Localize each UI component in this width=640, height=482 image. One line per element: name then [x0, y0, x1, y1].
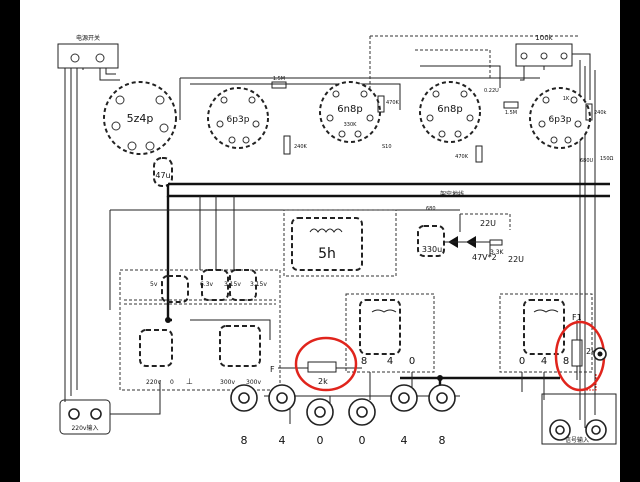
choke-5h: 5h [283, 209, 397, 277]
tube-6n8p-1-label: 6n8p [337, 104, 362, 115]
pot-100k-label: 100k [535, 34, 553, 42]
svg-text:240k: 240k [594, 110, 607, 116]
power-transformer: 5v 6.3v 3.15v 3.15v 220v 0 ⊥ 300v 300v [119, 269, 281, 391]
tube-6n8p-1: 6n8p [319, 81, 381, 143]
output-transformer-right: 0 4 8 [499, 293, 593, 373]
schematic-sheet: 电源开关 100k 5z4p 6p3p 6n8p 6n8p 6p3p [20, 0, 620, 482]
svg-text:22U: 22U [508, 255, 524, 264]
choke-5h-label: 5h [318, 246, 336, 262]
svg-text:0.22U: 0.22U [484, 88, 499, 94]
pot-100k: 100k [515, 34, 573, 67]
output-transformer-left: 8 4 0 [345, 293, 435, 373]
feedback-left: 2k F [270, 336, 362, 392]
svg-text:1.5M: 1.5M [505, 110, 517, 116]
svg-text:0: 0 [317, 434, 324, 447]
svg-text:300v: 300v [246, 379, 261, 386]
svg-text:220v输入: 220v输入 [71, 424, 98, 432]
svg-text:3.15v: 3.15v [250, 281, 267, 288]
tube-5z4p: 5z4p [103, 81, 177, 155]
svg-text:8: 8 [439, 434, 446, 447]
power-switch-label: 电源开关 [76, 34, 100, 42]
power-switch: 电源开关 [57, 34, 119, 69]
svg-text:47u: 47u [155, 171, 170, 180]
junction [437, 375, 443, 381]
overhead-ground-label: 架空地线 [440, 190, 464, 198]
svg-text:22U: 22U [480, 219, 496, 228]
schematic-drawing: 电源开关 100k 5z4p 6p3p 6n8p 6n8p 6p3p [57, 34, 617, 447]
svg-text:4: 4 [387, 356, 393, 367]
filter-caps: 330u 22U 47V*2 3.3K 22U [417, 213, 524, 264]
tube-6p3p-left: 6p3p [207, 87, 269, 149]
svg-text:2k: 2k [318, 377, 328, 386]
signal-input: 信号输入 [541, 347, 617, 445]
svg-text:47V*2: 47V*2 [472, 253, 497, 262]
small-components: 1.5M 1.5M 240K 470K 470K 240k 330K 1K 68… [271, 76, 614, 212]
svg-text:4: 4 [401, 434, 408, 447]
svg-text:150Ω: 150Ω [600, 156, 614, 162]
svg-text:F: F [270, 365, 275, 374]
svg-text:470K: 470K [386, 100, 400, 106]
tube-pins [111, 90, 582, 151]
svg-text:220v: 220v [146, 379, 161, 386]
svg-text:0: 0 [409, 356, 415, 367]
svg-text:3.15v: 3.15v [224, 281, 241, 288]
svg-text:⊥: ⊥ [186, 377, 193, 386]
svg-text:8: 8 [563, 356, 569, 367]
svg-text:0: 0 [359, 434, 366, 447]
svg-text:8: 8 [361, 356, 367, 367]
svg-text:0: 0 [519, 356, 525, 367]
svg-text:330u: 330u [422, 245, 442, 254]
svg-text:5v: 5v [150, 281, 158, 288]
cap-47u: 47u [153, 157, 173, 187]
svg-text:680U: 680U [580, 158, 594, 164]
svg-text:1.5M: 1.5M [273, 76, 285, 82]
svg-text:4: 4 [541, 356, 547, 367]
speaker-jacks: 8 4 0 0 4 8 [230, 384, 456, 447]
svg-text:F1: F1 [572, 313, 582, 322]
svg-text:信号输入: 信号输入 [565, 436, 589, 444]
svg-text:4: 4 [279, 434, 286, 447]
svg-text:S10: S10 [382, 144, 392, 150]
svg-text:3.3K: 3.3K [490, 249, 505, 256]
svg-text:470K: 470K [455, 154, 469, 160]
junction [165, 317, 171, 323]
tube-6n8p-2: 6n8p [419, 81, 481, 143]
svg-text:2k: 2k [586, 347, 596, 356]
svg-text:680: 680 [426, 206, 436, 212]
tube-6p3p-right: 6p3p [529, 87, 591, 149]
svg-text:8: 8 [241, 434, 248, 447]
svg-text:300v: 300v [220, 379, 235, 386]
svg-text:0: 0 [170, 379, 174, 386]
tube-5z4p-label: 5z4p [127, 112, 154, 125]
highlight-left [294, 336, 358, 392]
svg-text:330K: 330K [344, 122, 358, 128]
ac-input: 220v输入 [59, 399, 111, 435]
svg-text:1K: 1K [563, 96, 570, 102]
tube-6p3p-left-label: 6p3p [227, 115, 250, 125]
svg-text:240K: 240K [294, 144, 308, 150]
svg-text:6.3v: 6.3v [200, 281, 214, 288]
tube-6n8p-2-label: 6n8p [437, 104, 462, 115]
tube-6p3p-right-label: 6p3p [549, 115, 572, 125]
